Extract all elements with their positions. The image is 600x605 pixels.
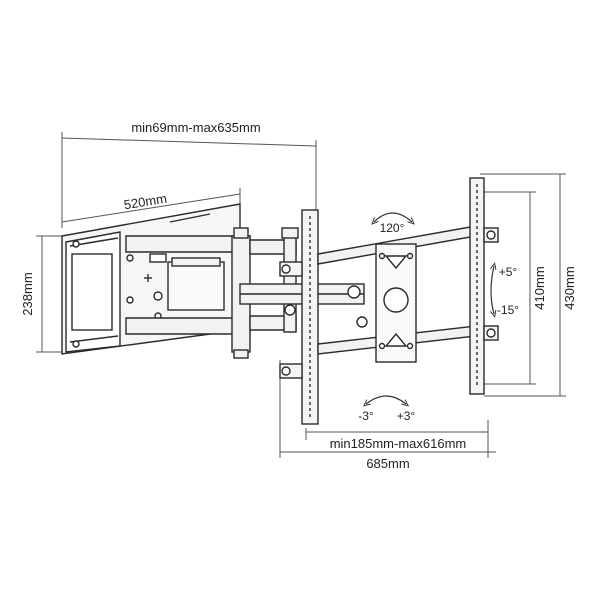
label-arm-extension: min69mm-max635mm	[131, 120, 260, 135]
label-vesa-inner-height: 410mm	[532, 266, 547, 309]
label-tilt-down: -15°	[497, 303, 519, 317]
tv-bar-right	[469, 177, 499, 395]
rotation-arrows	[366, 212, 494, 404]
label-wall-plate-height: 238mm	[20, 272, 35, 315]
label-vesa-total-width: 685mm	[366, 456, 409, 471]
label-level-left: -3°	[358, 409, 374, 423]
dimension-lines	[36, 132, 566, 458]
label-level-right: +3°	[397, 409, 416, 423]
upright-rail	[279, 209, 319, 425]
label-swivel: 120°	[380, 221, 405, 235]
label-wall-plate-width: 520mm	[123, 191, 168, 213]
label-tilt-up: +5°	[499, 265, 518, 279]
label-vesa-width-range: min185mm-max616mm	[330, 436, 467, 451]
arm-assembly	[125, 227, 365, 359]
horizontal-rails	[317, 225, 477, 363]
label-vesa-outer-height: 430mm	[562, 266, 577, 309]
